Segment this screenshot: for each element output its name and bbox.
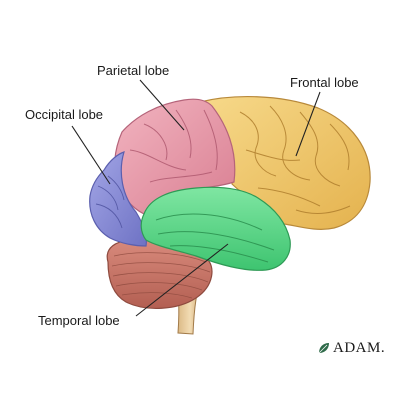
temporal-gyri — [155, 213, 275, 263]
occipital-lobe-label: Occipital lobe — [25, 107, 104, 122]
parietal-gyri — [129, 109, 218, 183]
adam-logo: ADAM. — [317, 340, 385, 356]
occipital-gyri — [95, 175, 125, 229]
temporal-lobe-label: Temporal lobe — [38, 313, 120, 328]
frontal-lobe-label: Frontal lobe — [290, 75, 359, 90]
brand-text: ADAM. — [333, 339, 386, 356]
temporal-lobe — [140, 186, 291, 271]
occipital-leader-line — [71, 125, 111, 185]
parietal-lobe-label: Parietal lobe — [97, 63, 170, 78]
frontal-leader-line — [295, 91, 321, 157]
cerebellum-folds — [111, 252, 211, 299]
leaf-icon — [318, 343, 329, 354]
parietal-leader-line — [139, 79, 185, 131]
leader-lines — [71, 79, 321, 317]
temporal-leader-line — [135, 243, 229, 317]
frontal-gyri — [217, 105, 351, 214]
frontal-lobe — [198, 96, 371, 230]
